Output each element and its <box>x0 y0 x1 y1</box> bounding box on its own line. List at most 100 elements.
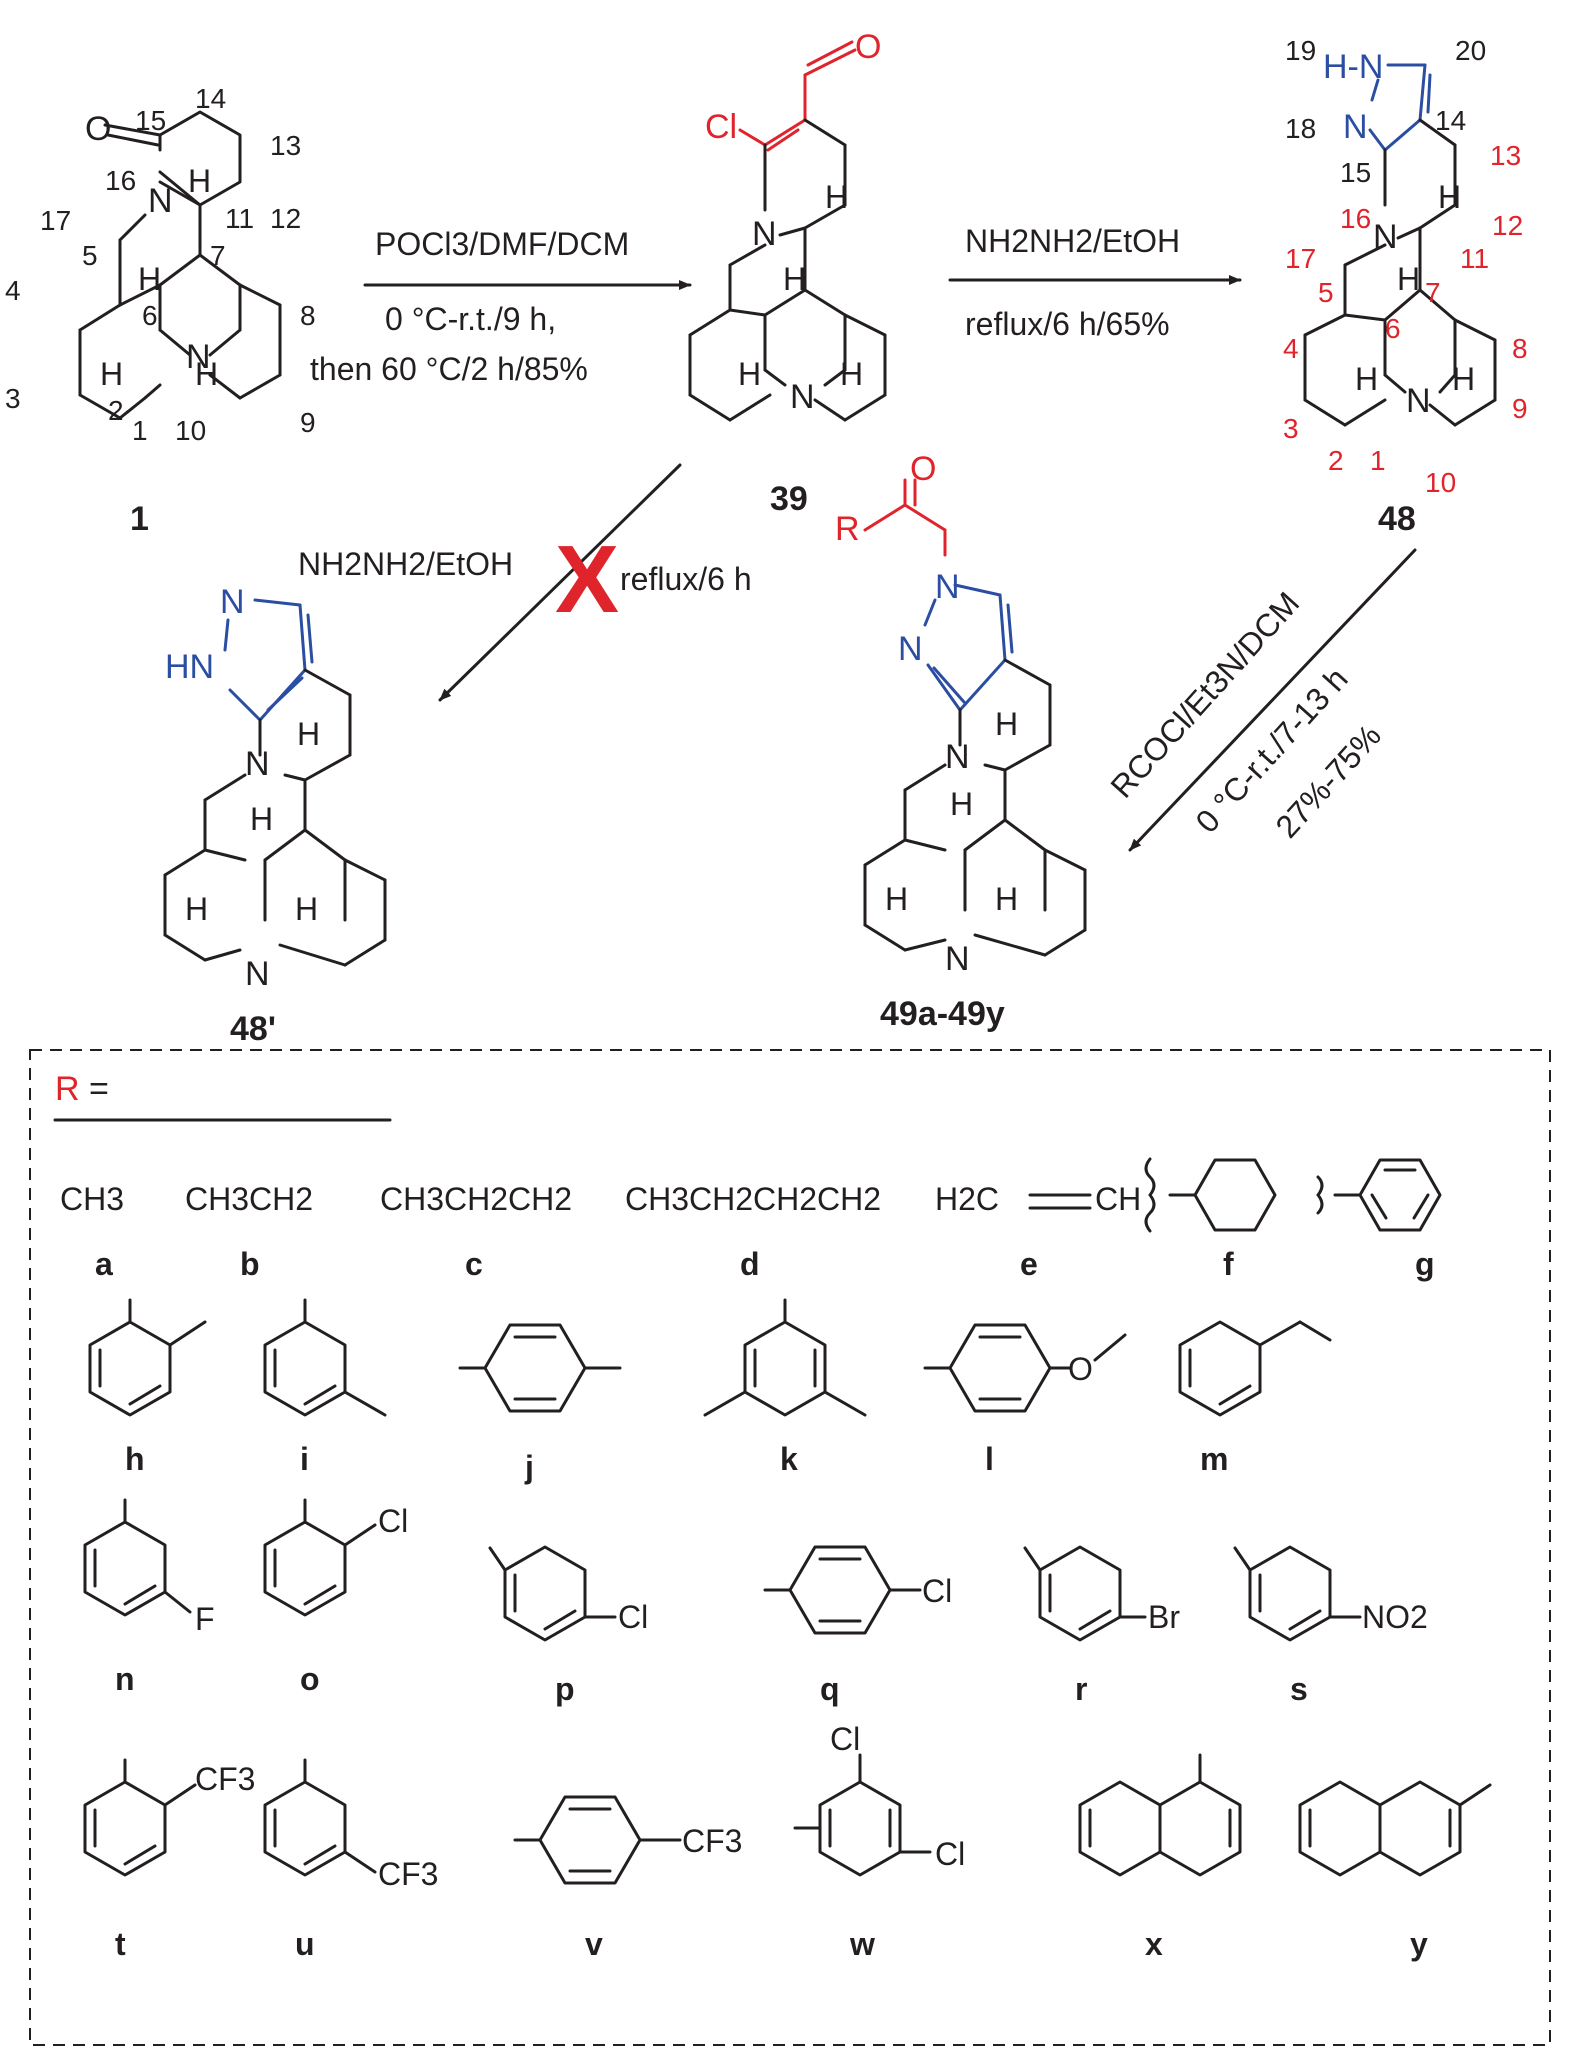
c48-num-20: 20 <box>1455 35 1486 66</box>
c49-n16-atom: N <box>945 738 970 776</box>
step3-reagents: NH2NH2/EtOH <box>298 546 513 582</box>
c48p-n1-atom: N <box>245 955 270 993</box>
c48-h6: H <box>1397 261 1420 297</box>
c48-n18-atom: N <box>1343 108 1368 146</box>
c49-o-atom: O <box>910 450 936 488</box>
r-letter-u: u <box>295 1926 315 1962</box>
c48-n1-atom: N <box>1406 382 1431 420</box>
r-f-cyclohexyl <box>1144 1157 1277 1233</box>
r-n-fluorine: F <box>195 1601 215 1637</box>
r-letter-q: q <box>820 1671 840 1707</box>
r-u-cf3: CF3 <box>378 1856 438 1892</box>
compound-48-prime-label: 48' <box>230 1010 276 1048</box>
c49-n1-atom: N <box>935 568 960 606</box>
r-letter-g: g <box>1415 1246 1435 1282</box>
r-letter-v: v <box>585 1926 603 1962</box>
r-letter-x: x <box>1145 1926 1163 1962</box>
c49-n2-atom: N <box>898 630 923 668</box>
r-letter-y: y <box>1410 1926 1428 1962</box>
legend-header-r: R <box>55 1070 80 1108</box>
r-letter-p: p <box>555 1671 575 1707</box>
c48p-h-d: H <box>295 891 318 927</box>
c39-cl-atom: Cl <box>705 108 737 146</box>
c48-num-2: 2 <box>1328 445 1344 476</box>
arrow-step-4 <box>1128 548 1417 852</box>
failed-reaction-cross: X <box>555 526 619 633</box>
r-w-2-4-dichlorophenyl <box>793 1753 932 1877</box>
r-k-3-5-dimethylphenyl <box>703 1298 867 1417</box>
compound-39-structure <box>688 40 887 422</box>
r-o-o-chlorophenyl <box>263 1498 377 1617</box>
c39-h-a: H <box>825 179 848 215</box>
c1-n16-atom: N <box>148 182 173 220</box>
c48-num-12: 12 <box>1492 210 1523 241</box>
compound-48-structure <box>1303 63 1497 427</box>
c48-num-1: 1 <box>1370 445 1386 476</box>
c1-num-11: 11 <box>225 203 254 234</box>
c48-num-9: 9 <box>1512 393 1528 424</box>
r-letter-l: l <box>985 1441 994 1477</box>
c39-o-atom: O <box>855 28 881 66</box>
c39-h-c: H <box>738 356 761 392</box>
c1-num-1: 1 <box>132 415 148 446</box>
c39-h-d: H <box>840 356 863 392</box>
c39-n-atom: N <box>752 215 777 253</box>
c48-num-3: 3 <box>1283 413 1299 444</box>
r-j-p-tolyl <box>458 1323 622 1413</box>
r-v-p-trifluoromethylphenyl <box>513 1795 682 1885</box>
c48p-h-a: H <box>297 716 320 752</box>
c1-num-15: 15 <box>135 105 166 136</box>
r-letter-s: s <box>1290 1671 1308 1707</box>
compound-48-prime-structure <box>163 598 387 967</box>
legend-header-eq: = <box>80 1070 109 1108</box>
c48-num-8: 8 <box>1512 333 1528 364</box>
c48p-h-b: H <box>250 801 273 837</box>
c1-h7: H <box>195 356 218 392</box>
c1-num-16: 16 <box>105 165 136 196</box>
arrow-step-3-failed <box>438 463 682 702</box>
r-letter-w: w <box>849 1926 875 1962</box>
r-m-benzyl <box>1178 1320 1332 1417</box>
r-letter-i: i <box>300 1441 309 1477</box>
c48-h5: H <box>1355 361 1378 397</box>
c48-num-11: 11 <box>1460 243 1489 274</box>
r-q-chlorine: Cl <box>922 1573 952 1609</box>
legend-header: R = <box>55 1070 109 1108</box>
step3-conditions: reflux/6 h <box>620 561 752 597</box>
c1-h11: H <box>188 163 211 199</box>
c1-num-10: 10 <box>175 415 206 446</box>
compound-49-label: 49a-49y <box>880 995 1005 1033</box>
r-letter-f: f <box>1223 1246 1234 1282</box>
r-letter-n: n <box>115 1661 135 1697</box>
c48-n16-atom: N <box>1373 218 1398 256</box>
r-letter-r: r <box>1075 1671 1087 1707</box>
r-r-m-bromophenyl <box>1023 1545 1147 1642</box>
r-letter-k: k <box>780 1441 798 1477</box>
r-letter-o: o <box>300 1661 320 1697</box>
c48-num-19: 19 <box>1285 35 1316 66</box>
c1-num-12: 12 <box>270 203 301 234</box>
r-l-p-methoxyphenyl <box>923 1323 1127 1413</box>
r-e-right: CH <box>1095 1181 1141 1217</box>
r-p-chlorine: Cl <box>618 1599 648 1635</box>
step1-reagents: POCl3/DMF/DCM <box>375 226 629 262</box>
r-letter-c: c <box>465 1246 483 1282</box>
c48-num-15: 15 <box>1340 157 1371 188</box>
compound-49-structure <box>863 478 1087 957</box>
r-s-m-nitrophenyl <box>1233 1545 1362 1642</box>
c49-h-c: H <box>885 881 908 917</box>
r-h-o-tolyl <box>88 1298 207 1417</box>
c1-h5: H <box>100 356 123 392</box>
c48-num-4: 4 <box>1283 333 1299 364</box>
c1-num-7: 7 <box>210 240 226 271</box>
r-a-formula: CH3 <box>60 1181 124 1217</box>
r-i-m-tolyl <box>263 1298 387 1417</box>
c48-num-14: 14 <box>1435 105 1466 136</box>
c48-num-10: 10 <box>1425 467 1456 498</box>
c1-num-17: 17 <box>40 205 71 236</box>
c1-num-9: 9 <box>300 407 316 438</box>
c1-h6: H <box>138 261 161 297</box>
r-group-legend-box <box>29 1049 1551 2046</box>
r-n-m-fluorophenyl <box>83 1498 192 1617</box>
r-q-p-chlorophenyl <box>763 1545 922 1635</box>
